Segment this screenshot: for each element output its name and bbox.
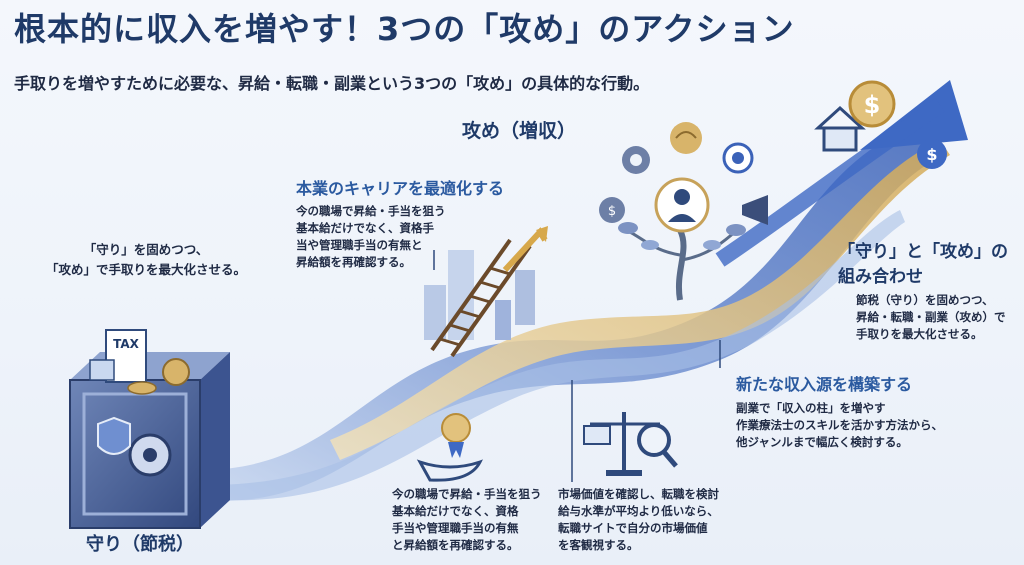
defense-description: 「守り」を固めつつ、 「攻め」で手取りを最大化させる。 (46, 240, 246, 280)
combo-heading-line: 組み合わせ (838, 267, 923, 287)
dollar-coin-small-icon: $ (917, 139, 947, 169)
dollar-coin-icon: $ (848, 80, 896, 128)
defense-line: 「守り」を固めつつ、 (83, 242, 209, 257)
brain-icon (670, 122, 702, 154)
defense-label: 守り（節税） (86, 534, 194, 555)
market-line: 市場価値を確認し、転職を検討 (558, 487, 719, 501)
svg-text:$: $ (926, 145, 937, 164)
income-line: 作業療法士のスキルを活かす方法から、 (736, 418, 943, 432)
combo-heading-line: 「守り」と「攻め」の (838, 242, 1008, 262)
svg-text:$: $ (608, 204, 616, 219)
career-description: 今の職場で昇給・手当を狙う 基本給だけでなく、資格手 当や管理職手当の有無と 昇… (296, 203, 446, 271)
raise-line: 今の職場で昇給・手当を狙う (392, 487, 542, 501)
market-line: 給与水準が平均より低いなら、 (558, 504, 719, 518)
market-line: を客観視する。 (558, 538, 639, 552)
combo-heading: 「守り」と「攻め」の 組み合わせ (838, 240, 1008, 290)
career-line: 昇給額を再確認する。 (296, 255, 411, 269)
career-line: 今の職場で昇給・手当を狙う (296, 204, 446, 218)
raise-line: 基本給だけでなく、資格 (392, 504, 519, 518)
market-line: 転職サイトで自分の市場価値 (558, 521, 708, 535)
combo-line: 昇給・転職・副業（攻め）で (856, 310, 1006, 324)
defense-line: 「攻め」で手取りを最大化させる。 (46, 262, 247, 277)
page-title: 根本的に収入を増やす！3つの「攻め」のアクション (14, 10, 795, 48)
combo-line: 手取りを最大化させる。 (856, 327, 983, 341)
growth-ribbon-blue (200, 120, 935, 501)
raise-description: 今の職場で昇給・手当を狙う 基本給だけでなく、資格 手当や管理職手当の有無 と昇… (392, 486, 542, 554)
house-icon (814, 105, 866, 152)
career-line: 基本給だけでなく、資格手 (296, 221, 434, 235)
combo-description: 節税（守り）を固めつつ、 昇給・転職・副業（攻め）で 手取りを最大化させる。 (856, 292, 1006, 343)
career-line: 当や管理職手当の有無と (296, 238, 423, 252)
magnifier-icon (637, 423, 678, 468)
income-line: 副業で「収入の柱」を増やす (736, 401, 886, 415)
income-heading: 新たな収入源を構築する (736, 375, 913, 394)
combo-line: 節税（守り）を固めつつ、 (856, 293, 994, 307)
svg-text:$: $ (864, 91, 881, 119)
award-hand-icon (416, 413, 483, 482)
tax-label: TAX (113, 337, 140, 351)
market-description: 市場価値を確認し、転職を検討 給与水準が平均より低いなら、 転職サイトで自分の市… (558, 486, 719, 554)
megaphone-icon (742, 195, 768, 225)
coin-icon: $ (599, 197, 625, 223)
target-icon (722, 142, 754, 174)
income-description: 副業で「収入の柱」を増やす 作業療法士のスキルを活かす方法から、 他ジャンルまで… (736, 400, 943, 451)
page-subtitle: 手取りを増やすために必要な、昇給・転職・副業という3つの「攻め」の具体的な行動。 (14, 74, 650, 93)
raise-line: 手当や管理職手当の有無 (392, 521, 519, 535)
income-line: 他ジャンルまで幅広く検討する。 (736, 435, 908, 449)
gear-icon (622, 146, 650, 174)
career-heading: 本業のキャリアを最適化する (296, 179, 505, 198)
growth-ribbon-gold (330, 140, 950, 460)
attack-header: 攻め（増収） (462, 120, 577, 142)
career-ladder-icon (424, 226, 548, 358)
growth-tree-icon (618, 177, 746, 301)
safe-icon (69, 329, 230, 529)
raise-line: と昇給額を再確認する。 (392, 538, 519, 552)
